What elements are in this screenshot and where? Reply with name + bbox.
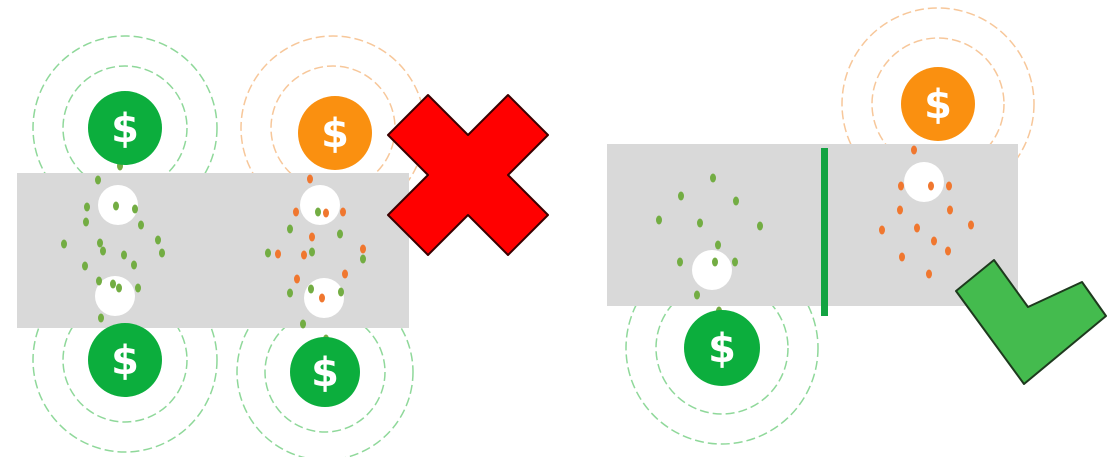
green-coin: $ (88, 323, 162, 397)
dot (715, 240, 721, 250)
orange-dots (879, 127, 974, 279)
dot (309, 247, 315, 257)
dot (275, 249, 281, 259)
green-coin: $ (684, 310, 760, 386)
dot (138, 220, 144, 230)
dot (293, 207, 299, 217)
gray-panel (17, 173, 409, 328)
dot (656, 215, 662, 225)
dot (898, 181, 904, 191)
dot (301, 250, 307, 260)
dot (710, 173, 716, 183)
signal-ring (625, 251, 819, 445)
dollar-coin-icon: $ (111, 338, 139, 384)
dot (135, 283, 141, 293)
dot (98, 313, 104, 323)
dot (757, 221, 763, 231)
signal-ring (655, 281, 789, 415)
cross-icon (387, 94, 549, 256)
green-coin: $ (290, 337, 360, 407)
dot (678, 191, 684, 201)
node-circle (300, 185, 340, 225)
orange-coin: $ (298, 96, 372, 170)
dot (694, 290, 700, 300)
dot (307, 174, 313, 184)
dot (677, 257, 683, 267)
dot (308, 284, 314, 294)
dot (945, 246, 951, 256)
orange-coin: $ (901, 67, 975, 141)
dot (287, 224, 293, 234)
dot (116, 283, 122, 293)
dot (914, 223, 920, 233)
dot (265, 248, 271, 258)
dot (879, 225, 885, 235)
dollar-coin-icon: $ (321, 111, 349, 157)
node-circle (95, 276, 135, 316)
dot (931, 236, 937, 246)
dot (132, 204, 138, 214)
dot (340, 207, 346, 217)
dot (897, 205, 903, 215)
signal-ring (871, 37, 1005, 171)
dot (946, 181, 952, 191)
correct-scene: $ $ (607, 7, 1107, 445)
incorrect-scene: $ $ $ $ (17, 35, 549, 457)
dollar-coin-icon: $ (924, 82, 952, 128)
dollar-coin-icon: $ (311, 350, 339, 396)
green-dots (656, 173, 763, 316)
mixed-dots (265, 174, 366, 344)
dot (319, 293, 325, 303)
dot (110, 279, 116, 289)
dot (342, 269, 348, 279)
green-dots (61, 161, 165, 337)
dot (82, 261, 88, 271)
dollar-coin-icon: $ (708, 326, 736, 372)
divider-line (821, 148, 828, 316)
dot (159, 248, 165, 258)
dot (928, 181, 934, 191)
dot (968, 220, 974, 230)
dot (732, 257, 738, 267)
dot (712, 257, 718, 267)
green-coin: $ (88, 91, 162, 165)
gray-panel (607, 144, 1018, 306)
dot (309, 232, 315, 242)
dot (947, 205, 953, 215)
checkmark-icon (955, 259, 1107, 385)
dot (300, 319, 306, 329)
dot (131, 260, 137, 270)
dot (899, 252, 905, 262)
dot (83, 217, 89, 227)
dot (323, 208, 329, 218)
node-circle (692, 250, 732, 290)
dot (121, 250, 127, 260)
dollar-coin-icon: $ (111, 106, 139, 152)
dot (287, 288, 293, 298)
dot (97, 238, 103, 248)
dot (84, 202, 90, 212)
dot (697, 218, 703, 228)
dot (294, 274, 300, 284)
dot (155, 235, 161, 245)
dot (926, 269, 932, 279)
dot (61, 239, 67, 249)
signal-ring (236, 283, 414, 457)
dot (733, 196, 739, 206)
signal-ring (264, 311, 386, 433)
dot (113, 201, 119, 211)
dot (360, 244, 366, 254)
dot (338, 287, 344, 297)
dot (315, 207, 321, 217)
node-circle (904, 162, 944, 202)
dot (100, 246, 106, 256)
dot (96, 276, 102, 286)
dot (911, 145, 917, 155)
dot (360, 254, 366, 264)
dot (95, 175, 101, 185)
dot (337, 229, 343, 239)
